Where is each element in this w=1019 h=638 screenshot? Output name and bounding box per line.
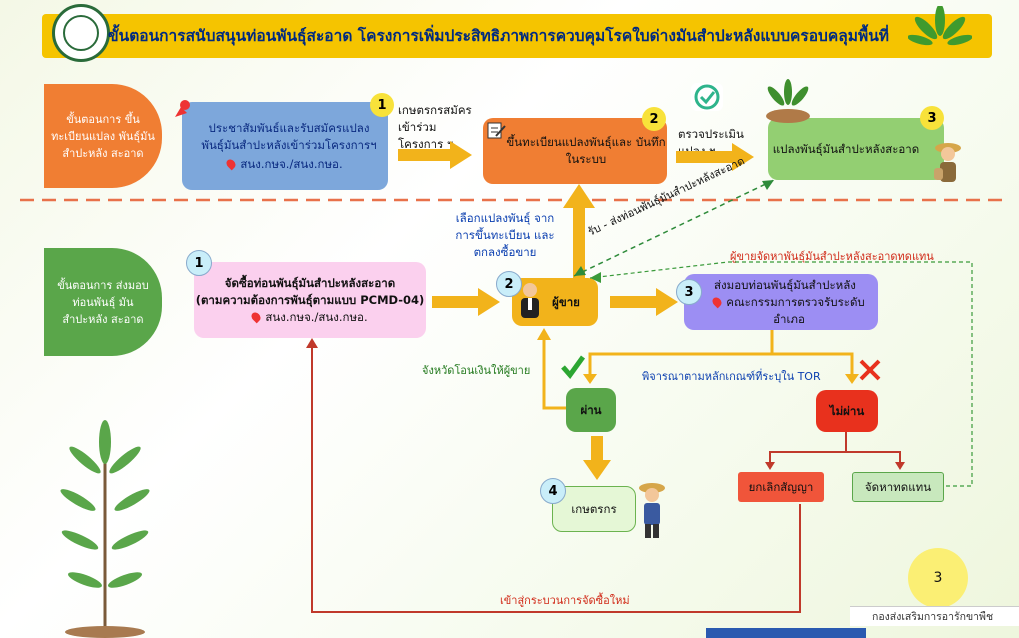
stage2-step4-box: เกษตรกร xyxy=(552,486,636,532)
stage1-step1-agency: สนง.กษจ./สนง.กษอ. xyxy=(225,156,343,173)
stage1-step3-number: 3 xyxy=(920,106,944,130)
restart-loop-line xyxy=(306,338,801,613)
stage1-step3-text: แปลงพันธุ์มันสำปะหลังสะอาด xyxy=(772,141,920,156)
check-badge-icon xyxy=(691,83,723,111)
delivery-diagonal-arrow xyxy=(573,179,775,277)
stage2-pass-box: ผ่าน xyxy=(566,388,616,432)
stage1-step1-number: 1 xyxy=(370,93,394,117)
stage2-step1-sub: สนง.กษจ./สนง.กษอ. xyxy=(265,309,368,324)
arrow-right-icon xyxy=(676,143,754,171)
cassava-plant-icon xyxy=(766,79,810,123)
stage1-step1-text: ประชาสัมพันธ์และรับสมัครแปลง พันธุ์มันสำ… xyxy=(201,120,377,152)
stage2-pass-text: ผ่าน xyxy=(580,402,602,417)
cassava-leaf-icon xyxy=(908,6,972,46)
seller-icon xyxy=(521,283,539,318)
stage2-step4-text: เกษตรกร xyxy=(571,501,617,516)
stage2-step4-number: 4 xyxy=(540,478,566,504)
page-title: ขั้นตอนการสนับสนุนท่อนพันธุ์สะอาด โครงกา… xyxy=(108,27,890,45)
pin-icon xyxy=(225,157,238,171)
stage2-transfer-label: จังหวัดโอนเงินให้ผู้ขาย xyxy=(422,364,531,377)
stage1-step3-box: แปลงพันธุ์มันสำปะหลังสะอาด xyxy=(768,118,944,180)
stage-label-register: ขั้นตอนการ ขึ้นทะเบียนแปลง พันธุ์มันสำปะ… xyxy=(44,84,162,188)
arrow-down-icon xyxy=(583,436,611,480)
agency-logo xyxy=(52,4,110,62)
stage2-step1-subtitle: (ตามความต้องการพันธุ์ตามแบบ PCMD-04) xyxy=(195,292,425,307)
stage2-cancel-box: ยกเลิกสัญญา xyxy=(738,472,824,502)
fail-x-icon xyxy=(859,359,881,381)
register-icon xyxy=(487,122,506,139)
stage2-up-label: เลือกแปลงพันธุ์ จากการขึ้นทะเบียน และตกล… xyxy=(455,211,555,259)
payment-return-arrow xyxy=(537,328,566,410)
page-number-badge: 3 xyxy=(908,548,968,608)
arrow-right-icon xyxy=(432,288,500,316)
stage-label-deliver: ขั้นตอนการ ส่งมอบท่อนพันธุ์ มันสำปะหลัง … xyxy=(44,248,162,356)
pass-check-icon xyxy=(561,355,586,380)
stage1-step1-box: ประชาสัมพันธ์และรับสมัครแปลง พันธุ์มันสำ… xyxy=(182,102,388,190)
stage2-step1-agency: สนง.กษจ./สนง.กษอ. xyxy=(250,309,368,326)
stage2-step2-number: 2 xyxy=(496,271,522,297)
stage2-step1-number: 1 xyxy=(186,250,212,276)
stage1-step1-sub: สนง.กษจ./สนง.กษอ. xyxy=(240,156,343,171)
replacement-loop-line xyxy=(589,261,973,487)
stage1-step2-box: ขึ้นทะเบียนแปลงพันธุ์และ บันทึกในระบบ xyxy=(483,118,667,184)
stage-divider xyxy=(20,198,1010,202)
arrow-right-icon xyxy=(398,141,472,169)
fail-split-arrows xyxy=(765,432,905,470)
stage1-step2-number: 2 xyxy=(642,107,666,131)
cassava-tree-icon xyxy=(60,420,150,638)
title-bar xyxy=(42,14,992,58)
stage2-step1-box: จัดซื้อท่อนพันธุ์มันสำปะหลังสะอาด (ตามคว… xyxy=(194,262,426,338)
stage2-step3-text: ส่งมอบท่อนพันธุ์มันสำปะหลัง xyxy=(714,277,856,292)
stage2-step1-title: จัดซื้อท่อนพันธุ์มันสำปะหลังสะอาด xyxy=(224,275,396,290)
logo-inner-ring xyxy=(63,15,99,51)
stage2-fail-text: ไม่ผ่าน xyxy=(829,403,865,418)
criteria-split-arrows xyxy=(583,330,859,384)
stage2-fail-box: ไม่ผ่าน xyxy=(816,390,878,432)
stage2-step2-text: ผู้ขาย xyxy=(552,294,580,309)
stage2-criteria-label: พิจารณาตามหลักเกณฑ์ที่ระบุใน TOR xyxy=(642,370,821,383)
page-number: 3 xyxy=(933,570,943,586)
farmer-icon xyxy=(934,143,961,182)
stage2-cancel-text: ยกเลิกสัญญา xyxy=(748,479,814,494)
farmer-icon xyxy=(639,483,665,538)
arrow-up-icon xyxy=(563,184,595,282)
stage2-replace-box: จัดหาทดแทน xyxy=(852,472,944,502)
stage2-seller-find-label: ผู้ขายจัดหาพันธุ์มันสำปะหลังสะอาดทดแทน xyxy=(730,250,934,263)
pushpin-icon xyxy=(175,100,190,117)
stage2-step3-agency: คณะกรรมการตรวจรับระดับอำเภอ xyxy=(700,294,878,328)
stage2-step3-box: ส่งมอบท่อนพันธุ์มันสำปะหลัง คณะกรรมการตร… xyxy=(684,274,878,330)
stage1-step2-text: ขึ้นทะเบียนแปลงพันธุ์และ บันทึกในระบบ xyxy=(506,135,666,166)
stage1-arrow1-label: เกษตรกรสมัคร เข้าร่วมโครงการ ฯ xyxy=(398,103,472,151)
pin-icon xyxy=(250,310,263,324)
stage2-replace-text: จัดหาทดแทน xyxy=(864,479,932,494)
stage2-step3-number: 3 xyxy=(676,279,702,305)
stage2-restart-label: เข้าสู่กระบวนการจัดซื้อใหม่ xyxy=(500,594,630,607)
footer-org: กองส่งเสริมการอารักขาพืช xyxy=(850,606,1019,626)
footer-bar xyxy=(706,628,866,638)
arrow-right-icon xyxy=(610,288,678,316)
stage2-step3-sub: คณะกรรมการตรวจรับระดับอำเภอ xyxy=(726,294,865,326)
